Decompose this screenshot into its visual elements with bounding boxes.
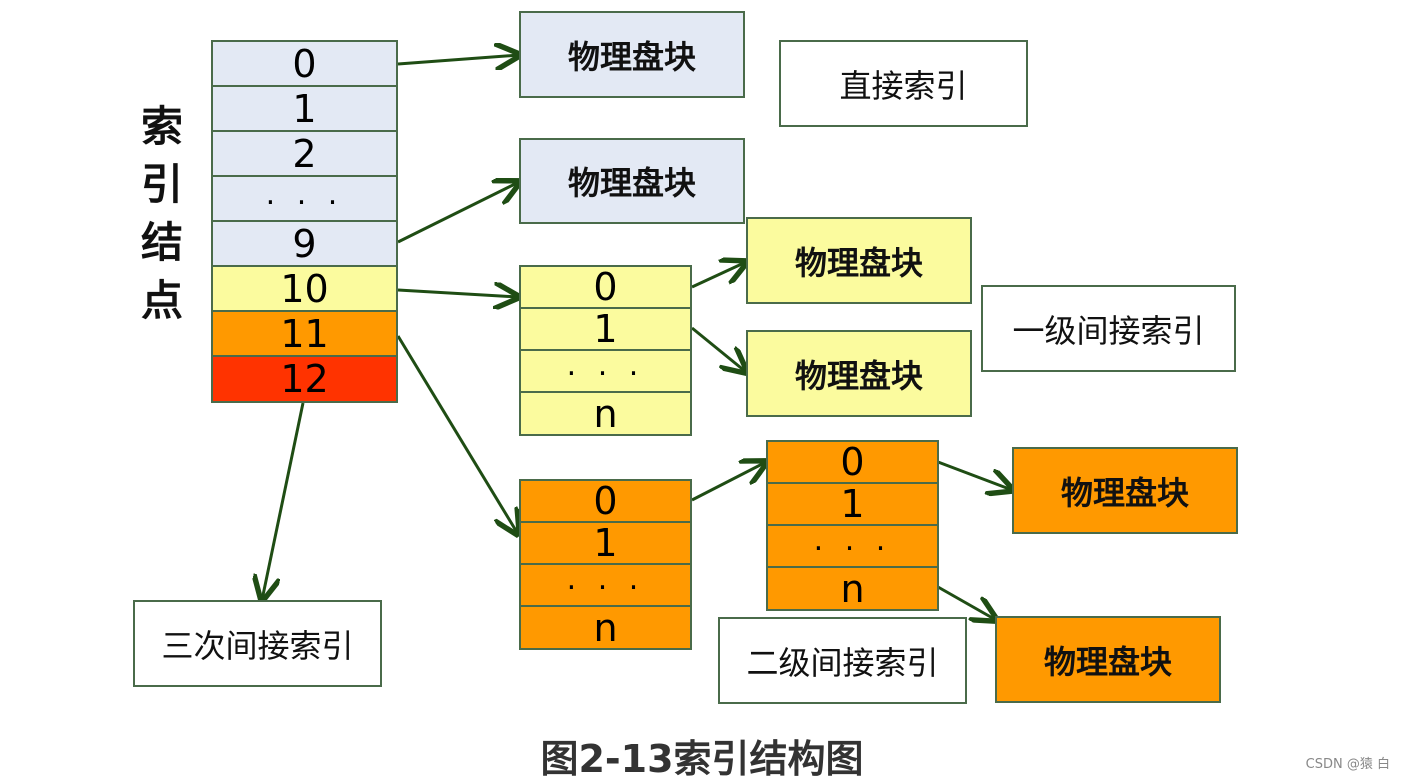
- arrow-9-to-block: [397, 182, 519, 244]
- arrow-10-to-single: [397, 290, 518, 297]
- physical-block-direct-0: 物理盘块: [519, 11, 745, 98]
- physical-block-direct-9: 物理盘块: [519, 138, 745, 224]
- double1-entry-n: n: [519, 605, 692, 650]
- title-char: 索: [140, 102, 183, 151]
- double1-entry-ellipsis: . . .: [519, 563, 692, 607]
- index-node-title: 索 引 结 点: [138, 98, 186, 330]
- inode-entry-12: 12: [211, 355, 398, 403]
- inode-entry-0: 0: [211, 40, 398, 87]
- figure-caption: 图2-13索引结构图: [540, 737, 864, 781]
- inode-entry-2: 2: [211, 130, 398, 177]
- inode-entry-1: 1: [211, 85, 398, 132]
- label-direct-index: 直接索引: [779, 40, 1028, 127]
- inode-entry-9: 9: [211, 220, 398, 267]
- arrow-0-to-block: [397, 55, 519, 64]
- single-entry-n: n: [519, 391, 692, 436]
- double2-entry-0: 0: [766, 440, 939, 484]
- double1-entry-0: 0: [519, 479, 692, 523]
- double2-entry-ellipsis: . . .: [766, 524, 939, 568]
- single-entry-ellipsis: . . .: [519, 349, 692, 393]
- inode-entry-ellipsis: . . .: [211, 175, 398, 222]
- title-char: 结: [140, 218, 183, 267]
- inode-entry-11: 11: [211, 310, 398, 357]
- label-single-indirect: 一级间接索引: [981, 285, 1236, 372]
- watermark: CSDN @猿 白: [1305, 757, 1390, 772]
- arrow-single0-to-block: [691, 262, 746, 289]
- label-double-indirect: 二级间接索引: [718, 617, 967, 704]
- double1-entry-1: 1: [519, 521, 692, 565]
- physical-block-double-n: 物理盘块: [995, 616, 1221, 703]
- double2-entry-n: n: [766, 566, 939, 611]
- title-char: 点: [140, 276, 183, 325]
- physical-block-single-0: 物理盘块: [746, 217, 972, 304]
- single-entry-1: 1: [519, 307, 692, 351]
- arrow-12-to-triple: [262, 402, 305, 600]
- arrow-double0-to-table2: [691, 462, 766, 502]
- arrow-table2-n-to-block: [937, 585, 996, 620]
- physical-block-single-1: 物理盘块: [746, 330, 972, 417]
- title-char: 引: [140, 160, 183, 209]
- inode-entry-10: 10: [211, 265, 398, 312]
- arrow-11-to-double: [396, 335, 518, 534]
- double2-entry-1: 1: [766, 482, 939, 526]
- arrow-single1-to-block: [691, 326, 746, 372]
- label-triple-indirect: 三次间接索引: [133, 600, 382, 687]
- single-entry-0: 0: [519, 265, 692, 309]
- physical-block-double-0: 物理盘块: [1012, 447, 1238, 534]
- arrow-table2-0-to-block: [937, 460, 1012, 490]
